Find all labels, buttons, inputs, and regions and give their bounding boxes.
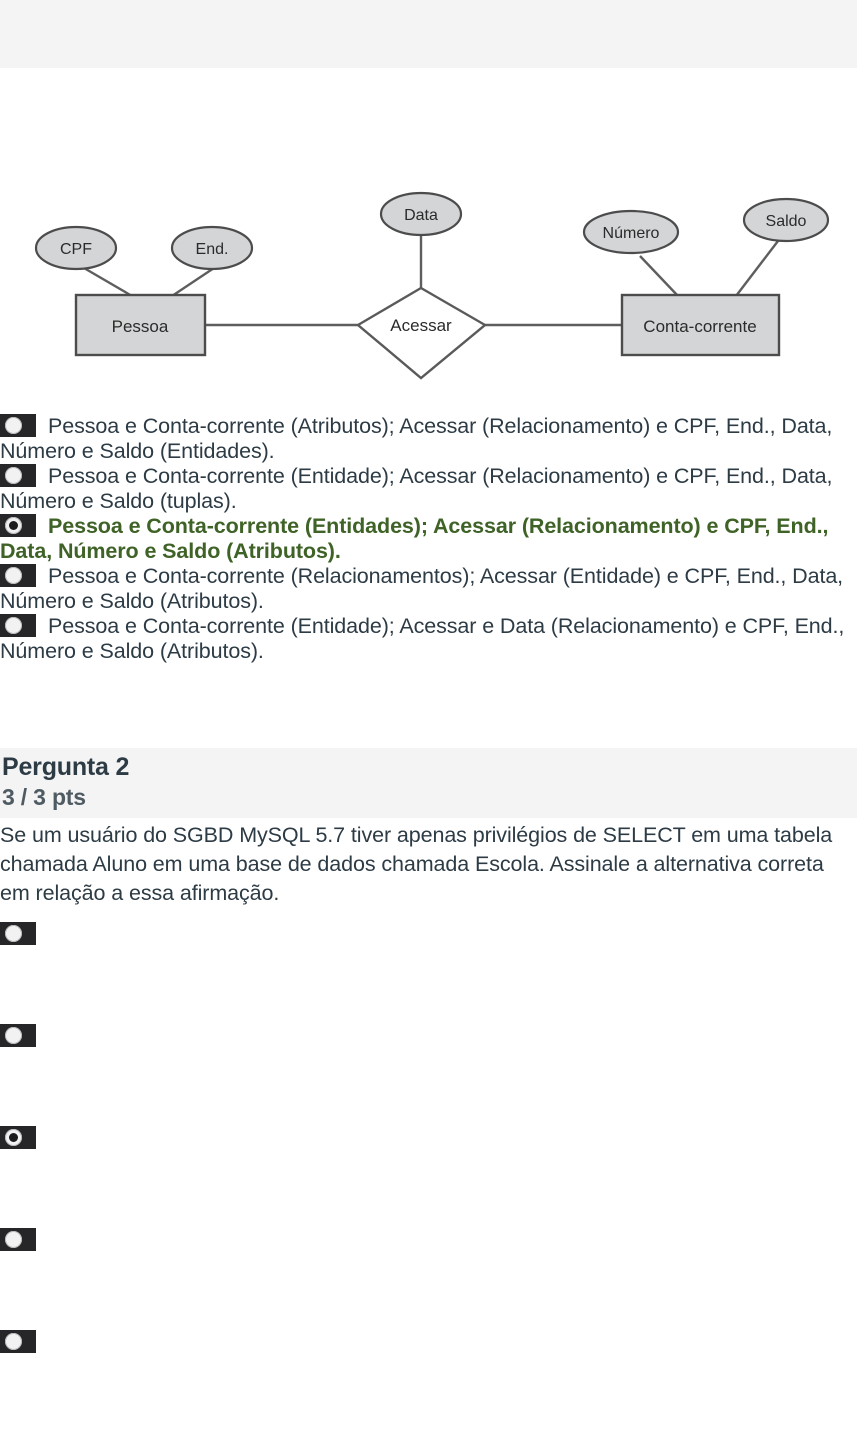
question-2-header: Pergunta 2 3 / 3 pts — [0, 748, 857, 818]
er-attribute-data: Data — [379, 191, 463, 237]
er-attribute-end: End. — [170, 225, 254, 271]
er-entity-pessoa: Pessoa — [74, 293, 207, 357]
er-attribute-saldo-label: Saldo — [766, 213, 807, 230]
radio-button-icon[interactable] — [0, 922, 36, 945]
answer-option-3[interactable]: Pessoa e Conta-corrente (Entidades); Ace… — [0, 514, 857, 564]
radio-button-icon[interactable] — [0, 1228, 36, 1251]
er-attribute-data-label: Data — [404, 207, 438, 224]
radio-button-icon[interactable] — [0, 1330, 36, 1353]
radio-button-icon[interactable] — [0, 464, 36, 487]
answer-option-2-label: Pessoa e Conta-corrente (Entidade); Aces… — [0, 464, 833, 513]
answer-option-3-label: Pessoa e Conta-corrente (Entidades); Ace… — [0, 514, 829, 563]
er-relationship-acessar: Acessar — [355, 286, 488, 380]
er-attribute-saldo: Saldo — [742, 197, 830, 243]
radio-dot-icon — [5, 517, 22, 534]
er-entity-conta-corrente: Conta-corrente — [620, 293, 781, 357]
radio-dot-icon — [5, 1333, 22, 1350]
er-entity-pessoa-label: Pessoa — [112, 317, 169, 336]
q2-answer-option-1[interactable] — [0, 922, 857, 1024]
radio-button-icon[interactable] — [0, 414, 36, 437]
radio-dot-icon — [5, 467, 22, 484]
er-relationship-acessar-label: Acessar — [390, 316, 452, 335]
er-attribute-end-label: End. — [196, 241, 229, 258]
er-attribute-cpf-label: CPF — [60, 241, 92, 258]
question-1-answer-list: Pessoa e Conta-corrente (Atributos); Ace… — [0, 414, 857, 664]
top-spacer-band — [0, 0, 857, 68]
er-diagram-image: Pessoa Conta-corrente Acessar CPF End. D… — [0, 178, 857, 390]
q2-answer-option-5[interactable] — [0, 1330, 857, 1432]
q2-answer-option-2[interactable] — [0, 1024, 857, 1126]
question-2-answer-list — [0, 922, 857, 1432]
radio-button-selected-icon[interactable] — [0, 514, 36, 537]
answer-option-5[interactable]: Pessoa e Conta-corrente (Entidade); Aces… — [0, 614, 857, 664]
radio-dot-icon — [5, 1231, 22, 1248]
answer-option-5-label: Pessoa e Conta-corrente (Entidade); Aces… — [0, 614, 845, 663]
answer-option-1[interactable]: Pessoa e Conta-corrente (Atributos); Ace… — [0, 414, 857, 464]
q2-answer-option-3[interactable] — [0, 1126, 857, 1228]
radio-dot-icon — [5, 567, 22, 584]
radio-button-selected-icon[interactable] — [0, 1126, 36, 1149]
answer-option-2[interactable]: Pessoa e Conta-corrente (Entidade); Aces… — [0, 464, 857, 514]
er-attribute-cpf: CPF — [34, 225, 118, 271]
answer-option-1-label: Pessoa e Conta-corrente (Atributos); Ace… — [0, 414, 833, 463]
radio-button-icon[interactable] — [0, 564, 36, 587]
radio-dot-icon — [5, 1129, 22, 1146]
radio-button-icon[interactable] — [0, 614, 36, 637]
answer-option-4[interactable]: Pessoa e Conta-corrente (Relacionamentos… — [0, 564, 857, 614]
er-attribute-numero-label: Número — [603, 225, 660, 242]
q2-answer-option-4[interactable] — [0, 1228, 857, 1330]
er-connector-lines — [83, 235, 779, 327]
er-entity-conta-corrente-label: Conta-corrente — [643, 317, 756, 336]
radio-button-icon[interactable] — [0, 1024, 36, 1047]
question-2-title: Pergunta 2 — [2, 753, 130, 781]
question-2-points: 3 / 3 pts — [2, 784, 86, 810]
answer-option-4-label: Pessoa e Conta-corrente (Relacionamentos… — [0, 564, 844, 613]
radio-dot-icon — [5, 1027, 22, 1044]
er-attribute-numero: Número — [582, 209, 680, 255]
radio-dot-icon — [5, 617, 22, 634]
radio-dot-icon — [5, 417, 22, 434]
radio-dot-icon — [5, 925, 22, 942]
question-2-body-text: Se um usuário do SGBD MySQL 5.7 tiver ap… — [0, 823, 833, 905]
